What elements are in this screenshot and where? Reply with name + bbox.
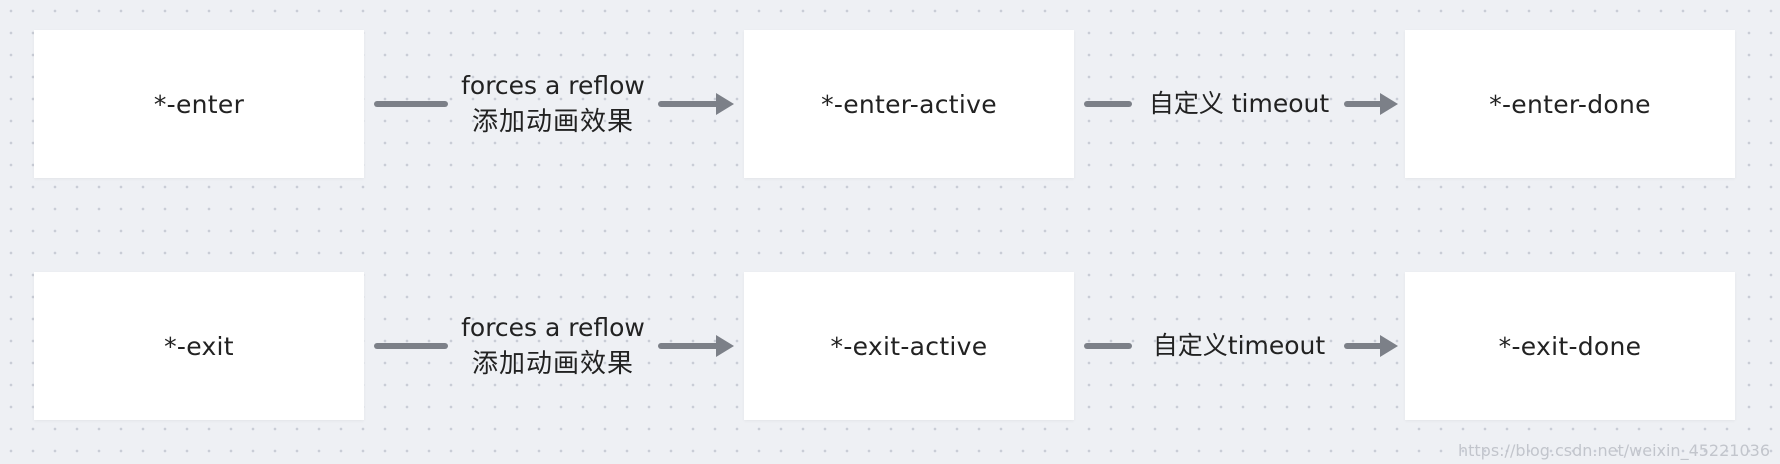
node-enter-done-label: *-enter-done: [1489, 89, 1651, 119]
arrow-right-icon: [1380, 93, 1398, 115]
node-exit-done: *-exit-done: [1405, 272, 1735, 420]
arrow-active-to-done-shaft: [1344, 101, 1384, 107]
node-enter: *-enter: [34, 30, 364, 178]
edge-label-line1: forces a reflow: [461, 71, 645, 100]
node-exit-done-label: *-exit-done: [1498, 331, 1642, 361]
arrow-right-icon: [1380, 335, 1398, 357]
arrow-exit-active-to-done-shaft: [1344, 343, 1384, 349]
edge-label-exit-reflow: forces a reflow 添加动画效果: [450, 310, 656, 382]
edge-label-exit-timeout: 自定义timeout: [1152, 331, 1326, 360]
edge-label-enter-timeout: 自定义 timeout: [1148, 89, 1330, 118]
node-exit-label: *-exit: [164, 331, 234, 361]
arrow-active-to-done-tail: [1084, 101, 1132, 107]
node-enter-active-label: *-enter-active: [821, 89, 997, 119]
arrow-exit-to-active-tail: [374, 343, 448, 349]
node-enter-active: *-enter-active: [744, 30, 1074, 178]
watermark: https://blog.csdn.net/weixin_45221036: [1457, 441, 1770, 460]
node-enter-done: *-enter-done: [1405, 30, 1735, 178]
arrow-exit-active-to-done-tail: [1084, 343, 1132, 349]
edge-label-line1: forces a reflow: [461, 313, 645, 342]
arrow-right-icon: [716, 335, 734, 357]
edge-label-line2: 添加动画效果: [471, 349, 634, 379]
arrow-enter-to-active-shaft: [658, 101, 720, 107]
edge-label-line2: 添加动画效果: [471, 107, 634, 137]
node-enter-label: *-enter: [153, 89, 245, 119]
arrow-right-icon: [716, 93, 734, 115]
arrow-enter-to-active-tail: [374, 101, 448, 107]
node-exit-active-label: *-exit-active: [830, 331, 988, 361]
node-exit-active: *-exit-active: [744, 272, 1074, 420]
edge-label-enter-reflow: forces a reflow 添加动画效果: [450, 68, 656, 140]
arrow-exit-to-active-shaft: [658, 343, 720, 349]
node-exit: *-exit: [34, 272, 364, 420]
